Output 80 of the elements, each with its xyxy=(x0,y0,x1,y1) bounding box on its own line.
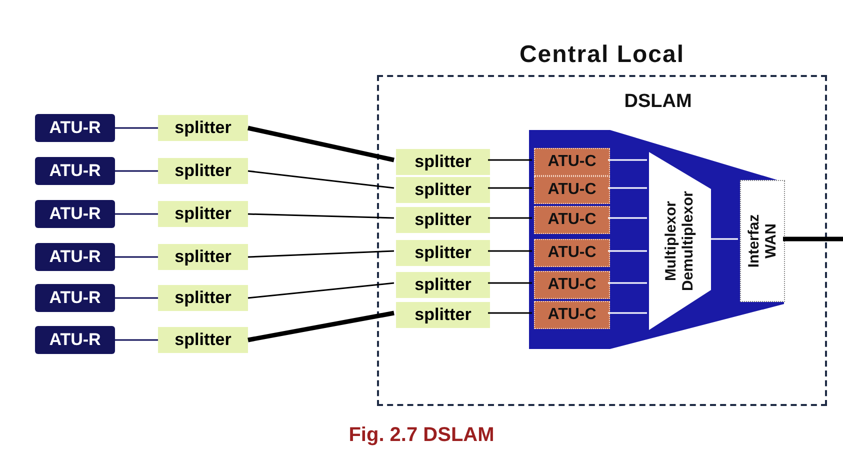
box-label: ATU-R xyxy=(49,118,101,138)
splitter-box xyxy=(396,207,490,233)
box-label: ATU-C xyxy=(548,306,596,324)
box-label: splitter xyxy=(414,244,472,262)
connector-line xyxy=(115,170,158,172)
terminal-box xyxy=(35,284,115,312)
splitter-box xyxy=(396,149,490,175)
box-label: ATU-R xyxy=(49,204,101,224)
splitter-box xyxy=(158,115,248,141)
box-label: splitter xyxy=(414,276,472,294)
connector-line xyxy=(488,282,532,284)
connector-line xyxy=(783,236,843,242)
box-label: ATU-R xyxy=(49,248,101,266)
connector-line xyxy=(115,339,158,341)
box-label: ATU-C xyxy=(548,211,596,229)
box-label: ATU-R xyxy=(49,330,101,350)
box-label: splitter xyxy=(414,152,472,172)
splitter-box xyxy=(158,158,248,184)
connector-line xyxy=(608,250,647,252)
box-label: Interfaz WAN xyxy=(746,213,779,270)
group-title: DSLAM xyxy=(624,92,692,113)
terminal-box xyxy=(35,157,115,185)
connector-line xyxy=(115,213,158,215)
connector-line xyxy=(608,187,647,189)
connector-line xyxy=(248,310,394,342)
splitter-box xyxy=(158,244,248,270)
connector-line xyxy=(608,217,647,219)
terminal-box xyxy=(35,326,115,354)
box-label: splitter xyxy=(174,330,232,350)
connector-line xyxy=(248,213,394,219)
terminal-box xyxy=(35,114,115,142)
box-label: ATU-C xyxy=(548,153,596,171)
figure-caption: Fig. 2.7 DSLAM xyxy=(348,424,496,447)
modem-box xyxy=(534,206,610,234)
box-label: splitter xyxy=(174,118,232,138)
connector-line xyxy=(248,126,394,162)
terminal-box xyxy=(35,243,115,271)
connector-line xyxy=(115,127,158,129)
connector-line xyxy=(248,170,394,189)
connector-line xyxy=(488,250,532,252)
splitter-box xyxy=(158,285,248,311)
modem-box xyxy=(534,239,610,267)
box-label: splitter xyxy=(174,288,232,308)
group-title: Central Local xyxy=(519,42,685,68)
box-label: ATU-C xyxy=(548,181,596,199)
box-label: splitter xyxy=(414,210,472,230)
splitter-box xyxy=(396,240,490,266)
splitter-box xyxy=(158,327,248,353)
box-label: splitter xyxy=(174,248,232,266)
connector-line xyxy=(608,159,647,161)
box-label: ATU-R xyxy=(49,288,101,308)
box-label: ATU-C xyxy=(548,276,596,294)
splitter-box xyxy=(396,177,490,203)
connector-line xyxy=(115,256,158,258)
connector-line xyxy=(709,238,738,240)
connector-line xyxy=(248,282,394,299)
modem-box xyxy=(534,301,610,329)
connector-line xyxy=(248,250,394,258)
connector-line xyxy=(488,217,532,219)
splitter-box xyxy=(396,302,490,328)
box-label: splitter xyxy=(174,204,232,224)
splitter-box xyxy=(396,272,490,298)
connector-line xyxy=(608,312,647,314)
interface-box xyxy=(740,180,785,302)
connector-line xyxy=(488,312,532,314)
box-label: splitter xyxy=(174,162,232,180)
modem-box xyxy=(534,148,610,176)
box-label: ATU-C xyxy=(548,244,596,262)
connector-line xyxy=(488,159,532,161)
connector-line xyxy=(488,187,532,189)
box-label: Multiplexor Demultiplexor xyxy=(663,190,696,294)
box-label: ATU-R xyxy=(49,162,101,180)
box-label: splitter xyxy=(414,180,472,200)
connector-line xyxy=(115,297,158,299)
modem-box xyxy=(534,176,610,204)
box-label: splitter xyxy=(414,306,472,324)
splitter-box xyxy=(158,201,248,227)
connector-line xyxy=(608,282,647,284)
terminal-box xyxy=(35,200,115,228)
modem-box xyxy=(534,271,610,299)
